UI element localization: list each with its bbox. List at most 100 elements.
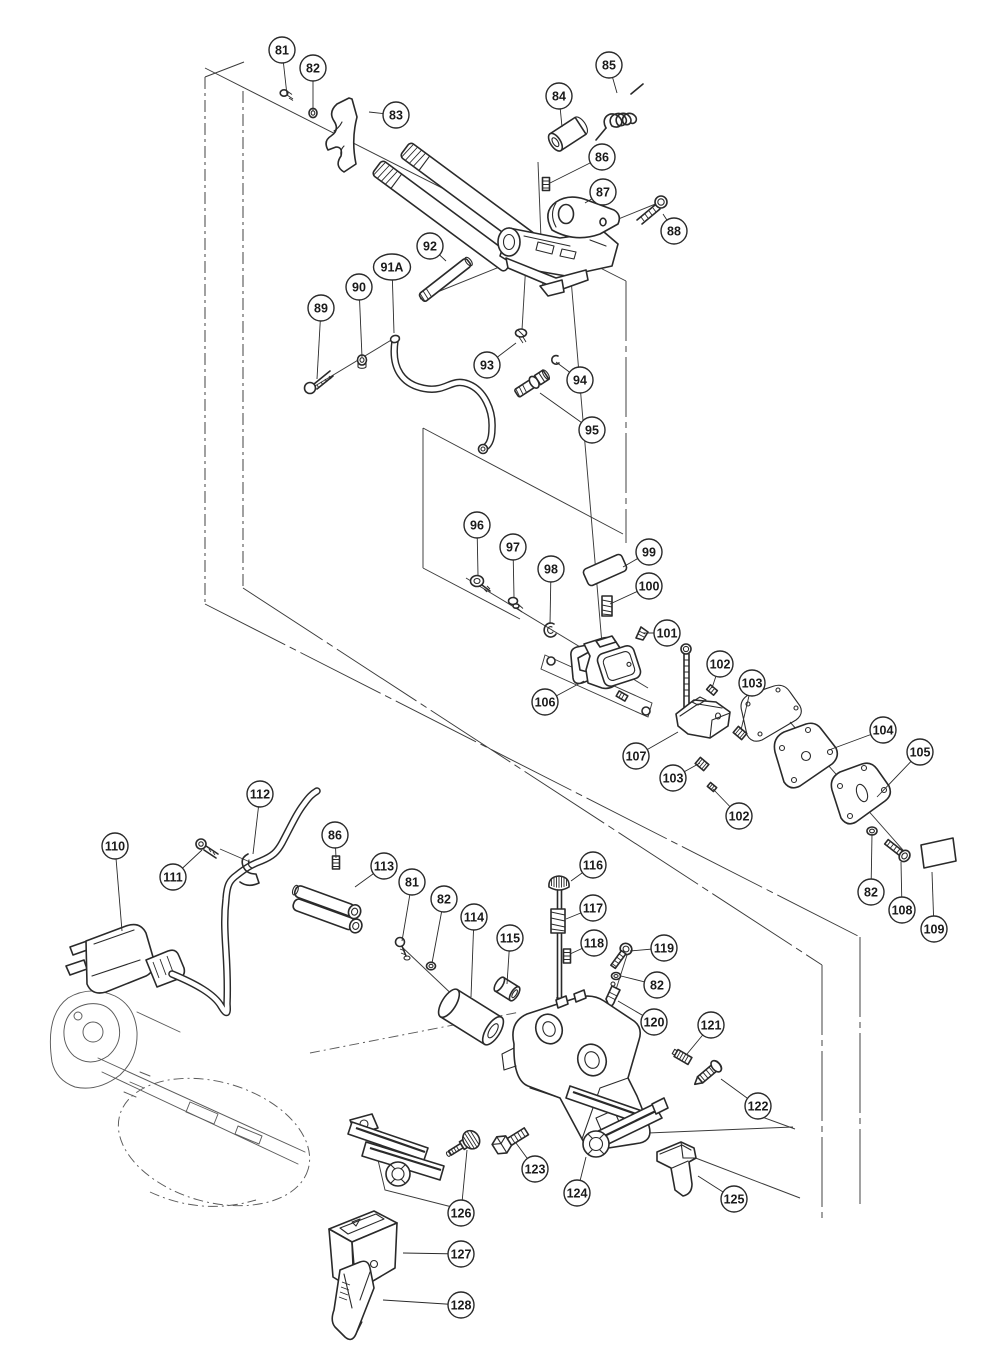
callout-balloon [869, 716, 897, 744]
part-stopper-holder-87 [547, 196, 621, 239]
callout-119: 119 [629, 934, 678, 962]
callout-82: 82 [299, 54, 327, 111]
callout-120: 120 [617, 1000, 668, 1036]
callout-127: 127 [402, 1240, 475, 1268]
callout-103: 103 [738, 669, 766, 731]
callout-number: 124 [567, 1186, 588, 1200]
callout-number: 115 [500, 931, 520, 945]
callout-number: 113 [374, 859, 394, 873]
callout-81: 81 [398, 868, 426, 942]
part-nut-90 [356, 354, 368, 369]
callout-121: 121 [686, 1011, 725, 1055]
callout-95: 95 [539, 392, 606, 444]
part-plate-99 [582, 553, 628, 587]
callout-number: 81 [275, 43, 289, 57]
callout-106: 106 [531, 680, 585, 716]
callout-number: 102 [729, 809, 750, 823]
callout-balloon [888, 896, 916, 924]
callout-balloon [496, 924, 524, 952]
callout-number: 97 [506, 540, 520, 554]
callout-balloon [595, 51, 623, 79]
part-switch-assembly-106 [540, 635, 653, 718]
callout-number: 103 [742, 676, 763, 690]
callout-balloon [906, 738, 934, 766]
callout-110: 110 [101, 832, 129, 932]
part-set-screw-103-lower [694, 756, 710, 772]
callout-balloon [706, 650, 734, 678]
callout-balloon [460, 903, 488, 931]
part-screw-81-lower [394, 936, 411, 961]
callout-number: 125 [724, 1192, 745, 1206]
callout-number: 110 [105, 839, 125, 853]
callout-100: 100 [609, 572, 663, 605]
callout-93: 93 [473, 342, 517, 379]
callout-84: 84 [545, 82, 573, 128]
callout-balloon [246, 780, 274, 808]
callout-94: 94 [555, 361, 594, 394]
callout-92: 92 [416, 232, 447, 262]
callout-balloon [579, 894, 607, 922]
callout-number: 107 [626, 749, 647, 763]
callout-balloon [563, 1179, 591, 1207]
parts-artwork [65, 83, 957, 1341]
callout-number: 126 [451, 1206, 472, 1220]
callout-balloon [416, 232, 444, 260]
callout-number: 108 [892, 903, 913, 917]
callout-balloon [307, 294, 335, 322]
callout-114: 114 [460, 903, 488, 998]
part-label-109 [920, 837, 957, 869]
part-bolt-88 [636, 195, 668, 225]
part-bushing-115 [493, 976, 521, 1002]
callout-number: 86 [595, 150, 609, 164]
callout-99: 99 [622, 538, 663, 568]
callout-balloon [580, 929, 608, 957]
part-roller-84 [547, 116, 588, 152]
callout-105: 105 [876, 738, 934, 798]
ghost-saw-body [49, 990, 311, 1207]
part-slide-holder-casting [497, 227, 619, 344]
callout-number: 106 [535, 695, 556, 709]
callout-balloon [537, 555, 565, 583]
callout-balloon [640, 1008, 668, 1036]
callout-balloon [738, 669, 766, 697]
callout-number: 101 [657, 626, 678, 640]
callout-balloon [463, 511, 491, 539]
callout-balloon [345, 273, 373, 301]
callout-89: 89 [307, 294, 335, 380]
part-set-screw-118 [562, 948, 572, 964]
callout-balloon [545, 82, 573, 110]
part-set-screw-103-upper [732, 725, 748, 741]
callout-balloon [566, 366, 594, 394]
callout-number: 82 [864, 885, 878, 899]
callout-balloon [382, 101, 410, 129]
part-indicator-120 [605, 981, 621, 1007]
callout-81: 81 [268, 36, 296, 96]
callouts-layer: 81828384858687889291A9089939495969798991… [101, 36, 948, 1319]
part-plate-105 [830, 762, 892, 825]
callout-balloon [920, 915, 948, 943]
part-spring-117 [550, 908, 566, 934]
part-bolt-123 [491, 1127, 530, 1155]
callout-balloon [447, 1240, 475, 1268]
part-cord-clip-112 [239, 853, 260, 887]
callout-number: 81 [405, 875, 419, 889]
callout-number: 112 [250, 787, 270, 801]
callout-number: 102 [710, 657, 731, 671]
part-pin-92 [418, 256, 473, 303]
callout-number: 82 [650, 978, 664, 992]
part-spring-85 [595, 83, 644, 141]
part-cord-armor-113 [291, 884, 363, 934]
callout-number: 94 [573, 373, 587, 387]
part-bolt-89 [303, 370, 334, 395]
part-cord-110 [168, 787, 321, 1017]
part-set-screw-102-upper [705, 684, 719, 696]
callout-number: 104 [873, 723, 894, 737]
callout-balloon [430, 885, 458, 913]
callout-124: 124 [563, 1156, 591, 1207]
callout-number: 85 [602, 58, 616, 72]
callout-108: 108 [888, 861, 916, 924]
callout-balloon [579, 851, 607, 879]
callout-balloon [589, 178, 617, 206]
callout-112: 112 [246, 780, 274, 855]
